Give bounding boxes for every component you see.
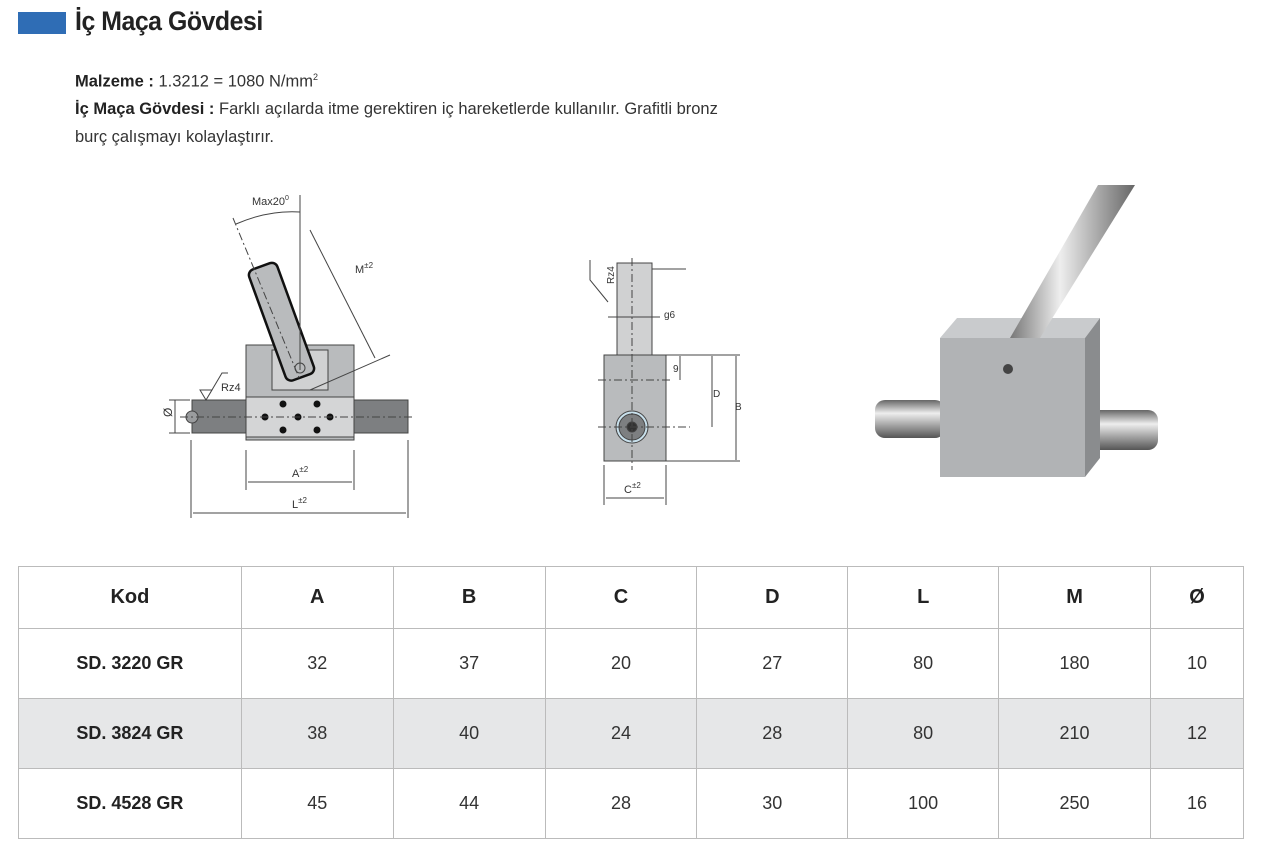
cell: 100 <box>847 768 1000 839</box>
table-row: SD. 3220 GR 32 37 20 27 80 180 10 <box>18 628 1244 699</box>
table-row: SD. 4528 GR 45 44 28 30 100 250 16 <box>18 768 1244 839</box>
cell: 12 <box>1150 698 1244 769</box>
col-header: A <box>240 566 394 629</box>
b-label: B <box>735 402 742 413</box>
side-rz-label: Rz4 <box>606 266 617 284</box>
material-label: Malzeme : <box>75 72 154 91</box>
usage-line: İç Maça Gövdesi : Farklı açılarda itme g… <box>75 100 718 119</box>
material-value: 1.3212 = 1080 N/mm <box>158 72 314 91</box>
a-label: A±2 <box>292 465 309 480</box>
cell: 45 <box>240 768 394 839</box>
rz-label: Rz4 <box>221 382 241 394</box>
cell: SD. 4528 GR <box>18 768 242 839</box>
cell: 10 <box>1150 628 1244 699</box>
cell: 80 <box>847 628 1000 699</box>
cell: 210 <box>998 698 1151 769</box>
cell: SD. 3824 GR <box>18 698 242 769</box>
material-sup: 2 <box>313 72 319 82</box>
c-label: C±2 <box>624 481 641 496</box>
page-title: İç Maça Gövdesi <box>75 6 263 36</box>
table-header-row: Kod A B C D L M Ø <box>18 566 1244 629</box>
cell: 16 <box>1150 768 1244 839</box>
cell: 28 <box>696 698 849 769</box>
cell: 40 <box>392 698 546 769</box>
title-accent-bar <box>18 12 66 34</box>
angle-label: Max200 <box>252 195 289 208</box>
col-header: L <box>847 566 1000 629</box>
side-view-drawing <box>589 258 740 505</box>
col-header: D <box>696 566 849 629</box>
col-header: Ø <box>1150 566 1244 629</box>
cell: 38 <box>240 698 394 769</box>
l-label: L±2 <box>292 496 308 511</box>
cell: 32 <box>240 628 394 699</box>
technical-drawings: Max200 M±2 Rz4 Ø A±2 L±2 Rz4 g6 9 D B C±… <box>161 195 742 518</box>
cell: SD. 3220 GR <box>18 628 242 699</box>
material-line: Malzeme : 1.3212 = 1080 N/mm2 <box>75 72 318 92</box>
cell: 180 <box>998 628 1151 699</box>
cell: 80 <box>847 698 1000 769</box>
cell: 20 <box>544 628 698 699</box>
usage-label: İç Maça Gövdesi : <box>75 100 215 118</box>
d-label: D <box>713 389 720 400</box>
cell: 24 <box>544 698 698 769</box>
m-label: M±2 <box>355 261 374 276</box>
cell: 250 <box>998 768 1151 839</box>
cell: 44 <box>392 768 546 839</box>
usage-text-1: Farklı açılarda itme gerektiren iç harek… <box>218 100 718 118</box>
nine-label: 9 <box>673 364 679 375</box>
col-header: Kod <box>18 566 242 629</box>
product-photo <box>875 185 1158 477</box>
cell: 30 <box>696 768 849 839</box>
col-header: M <box>998 566 1151 629</box>
cell: 28 <box>544 768 698 839</box>
table-row: SD. 3824 GR 38 40 24 28 80 210 12 <box>18 698 1244 769</box>
g6-label: g6 <box>664 310 676 321</box>
spec-table: Kod A B C D L M Ø SD. 3220 GR 32 37 20 2… <box>18 566 1244 839</box>
col-header: B <box>392 566 546 629</box>
usage-line-2: burç çalışmayı kolaylaştırır. <box>75 128 274 146</box>
cell: 37 <box>392 628 546 699</box>
front-view-drawing <box>169 195 740 518</box>
col-header: C <box>544 566 698 629</box>
cell: 27 <box>696 628 849 699</box>
dia-label: Ø <box>161 408 175 417</box>
